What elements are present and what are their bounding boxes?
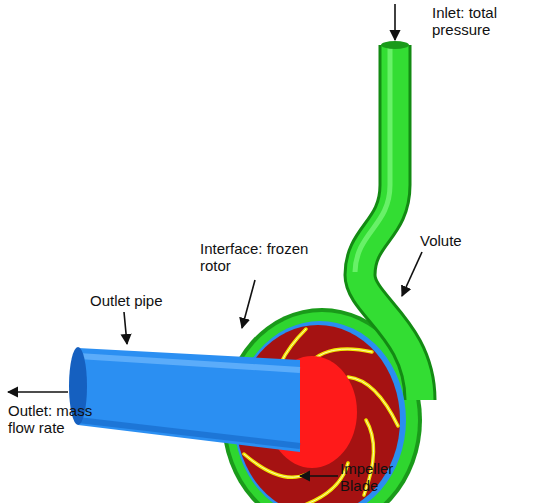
part-label: Outlet pipe [90, 292, 200, 309]
leader-arrows [8, 4, 422, 476]
part-label: Impeller Blade [340, 460, 412, 494]
part-label: Outlet: mass flow rate [8, 402, 112, 436]
part-label: Inlet: total pressure [432, 4, 540, 38]
part-label: Interface: frozen rotor [200, 240, 325, 274]
pipe-highlight [355, 45, 390, 272]
part-label: Volute [420, 232, 500, 249]
outlet-pipe [78, 348, 300, 452]
inlet-face [381, 41, 409, 49]
